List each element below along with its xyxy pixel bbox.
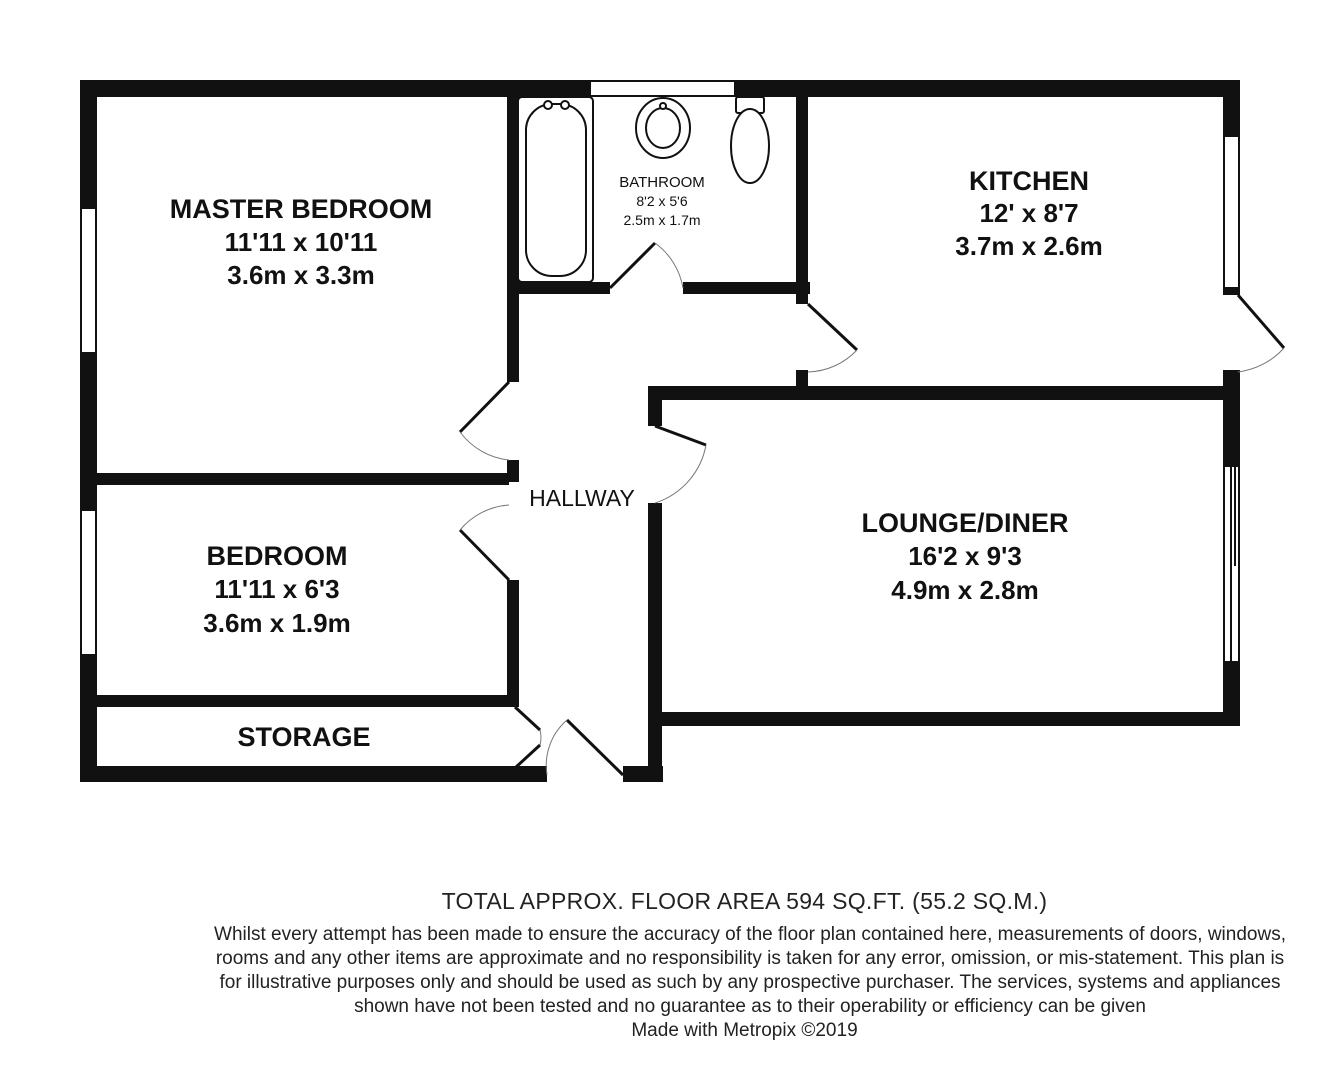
master-bedroom-window <box>80 207 97 354</box>
bedroom-imperial: 11'11 x 6'3 <box>214 574 339 604</box>
disclaimer-text: Whilst every attempt has been made to en… <box>214 924 1286 1017</box>
bathroom-window <box>589 80 736 97</box>
master-bedroom-name: MASTER BEDROOM <box>170 194 433 224</box>
kitchen-metric: 3.7m x 2.6m <box>955 231 1102 261</box>
master-bedroom-metric: 3.6m x 3.3m <box>227 260 374 290</box>
bedroom-window <box>80 509 97 656</box>
hallway-name: HALLWAY <box>529 485 635 511</box>
bathroom-metric: 2.5m x 1.7m <box>623 212 700 228</box>
master-bedroom-imperial: 11'11 x 10'11 <box>225 227 378 257</box>
kitchen-window <box>1223 135 1240 289</box>
kitchen-imperial: 12' x 8'7 <box>979 198 1078 228</box>
bedroom-name: BEDROOM <box>207 541 348 571</box>
bathroom-imperial: 8'2 x 5'6 <box>636 193 687 209</box>
total-floor-area: TOTAL APPROX. FLOOR AREA 594 SQ.FT. (55.… <box>441 888 1048 914</box>
bedroom-metric: 3.6m x 1.9m <box>203 608 350 638</box>
credit-text: Made with Metropix ©2019 <box>631 1020 858 1041</box>
bathroom-name: BATHROOM <box>619 174 705 191</box>
room-labels: MASTER BEDROOM 11'11 x 10'11 3.6m x 3.3m… <box>170 166 1103 752</box>
lounge-diner-metric: 4.9m x 2.8m <box>891 575 1038 605</box>
lounge-diner-imperial: 16'2 x 9'3 <box>908 541 1022 571</box>
lounge-diner-name: LOUNGE/DINER <box>861 508 1068 538</box>
bathroom-fixtures <box>517 96 770 283</box>
doors <box>458 241 1286 777</box>
windows <box>80 80 1240 663</box>
footer: TOTAL APPROX. FLOOR AREA 594 SQ.FT. (55.… <box>0 888 1343 1043</box>
storage-name: STORAGE <box>237 722 370 752</box>
floor-plan: MASTER BEDROOM 11'11 x 10'11 3.6m x 3.3m… <box>80 80 1286 782</box>
kitchen-name: KITCHEN <box>969 166 1089 196</box>
